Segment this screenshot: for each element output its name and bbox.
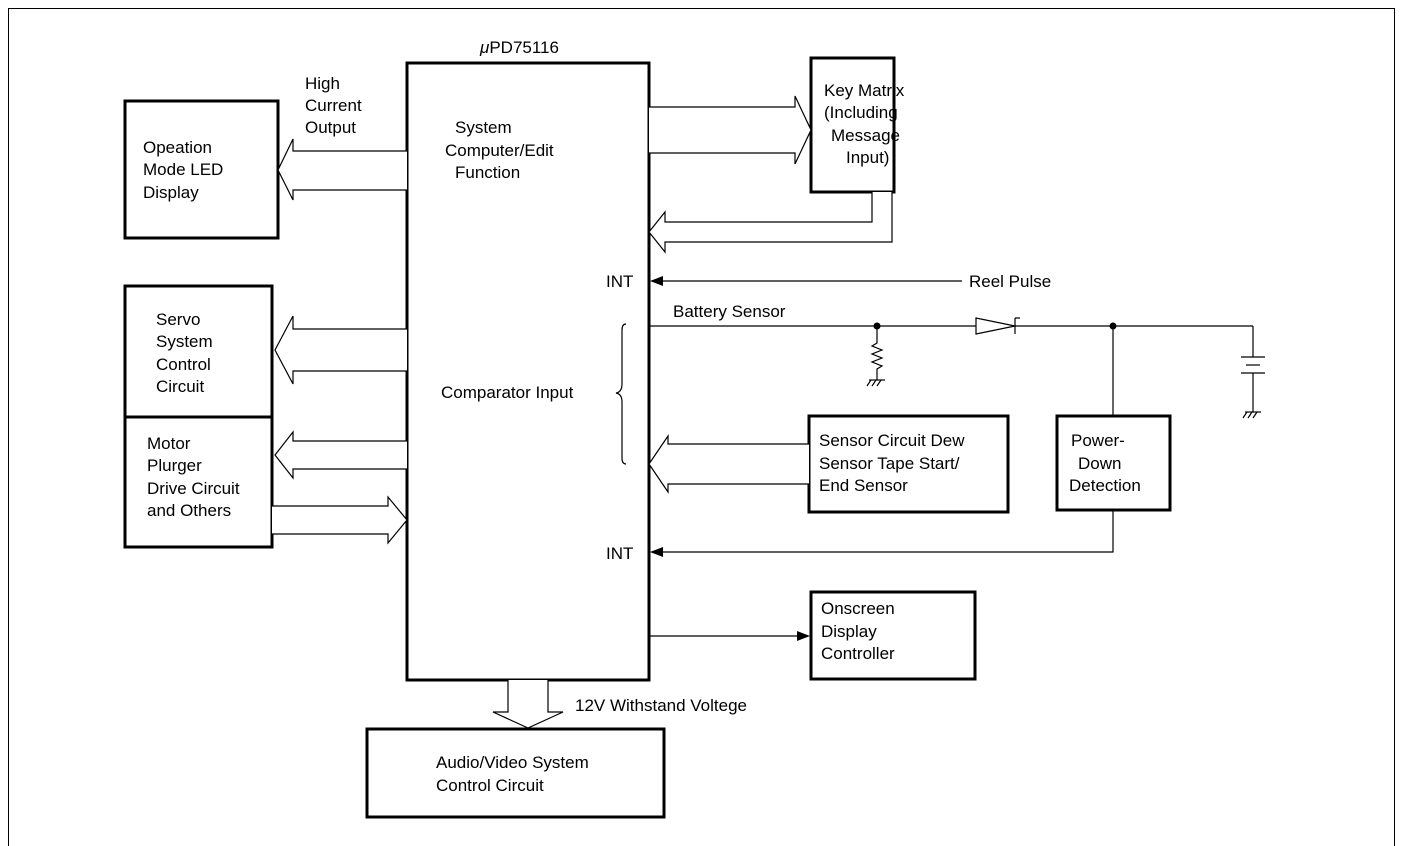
resistor-icon [870,326,884,380]
int-top-label: INT [606,272,633,291]
int-bottom-label: INT [606,544,633,563]
diode-icon [975,317,1016,335]
reel-pulse-label: Reel Pulse [969,272,1051,291]
onscreen-block [809,590,977,681]
key-matrix-block [809,56,896,194]
bus-to-motor [274,430,407,480]
bus-to-led-display [277,138,407,201]
sensor-label: Sensor Circuit Dew Sensor Tape Start/ En… [819,431,969,495]
bus-from-sensor [648,434,809,494]
key-matrix-label: Key Matrix (Including Message Input) [824,81,909,167]
comparator-brace [615,323,627,465]
power-down-arrowhead [650,547,663,557]
onscreen-label: Onscreen Display Controller [821,599,899,663]
resistor-ground-hatch [866,379,882,387]
servo-block [123,284,274,419]
audio-video-label: Audio/Video System Control Circuit [436,753,594,795]
withstand-voltage-label: 12V Withstand Voltege [575,696,747,715]
battery-sensor-label: Battery Sensor [673,302,786,321]
audio-video-block [365,727,666,819]
led-display-block [123,99,280,240]
comparator-label: Comparator Input [441,383,574,402]
led-display-label: Opeation Mode LED Display [143,138,228,202]
servo-label: Servo System Control Circuit [156,310,217,396]
high-current-label: High Current Output [305,74,366,137]
bus-to-servo [274,315,407,385]
onscreen-arrowhead [797,631,810,641]
bus-from-key-matrix [648,192,893,254]
motor-block [123,415,274,549]
motor-label: Motor Plurger Drive Circuit and Others [147,434,244,520]
chip-title: μPD75116 [479,38,559,57]
reel-pulse-arrowhead [650,276,663,286]
power-down-block [1055,414,1172,512]
power-down-int-line [652,510,1114,553]
battery-ground-hatch [1242,411,1258,419]
bus-from-motor [272,495,408,545]
bus-to-audio-video [492,680,564,729]
bus-to-key-matrix [649,95,812,165]
power-down-label: Power- Down Detection [1069,431,1141,495]
sensor-block [807,414,1010,514]
diagram-frame [8,8,1395,846]
chip-function-label: System Computer/Edit Function [445,118,558,182]
